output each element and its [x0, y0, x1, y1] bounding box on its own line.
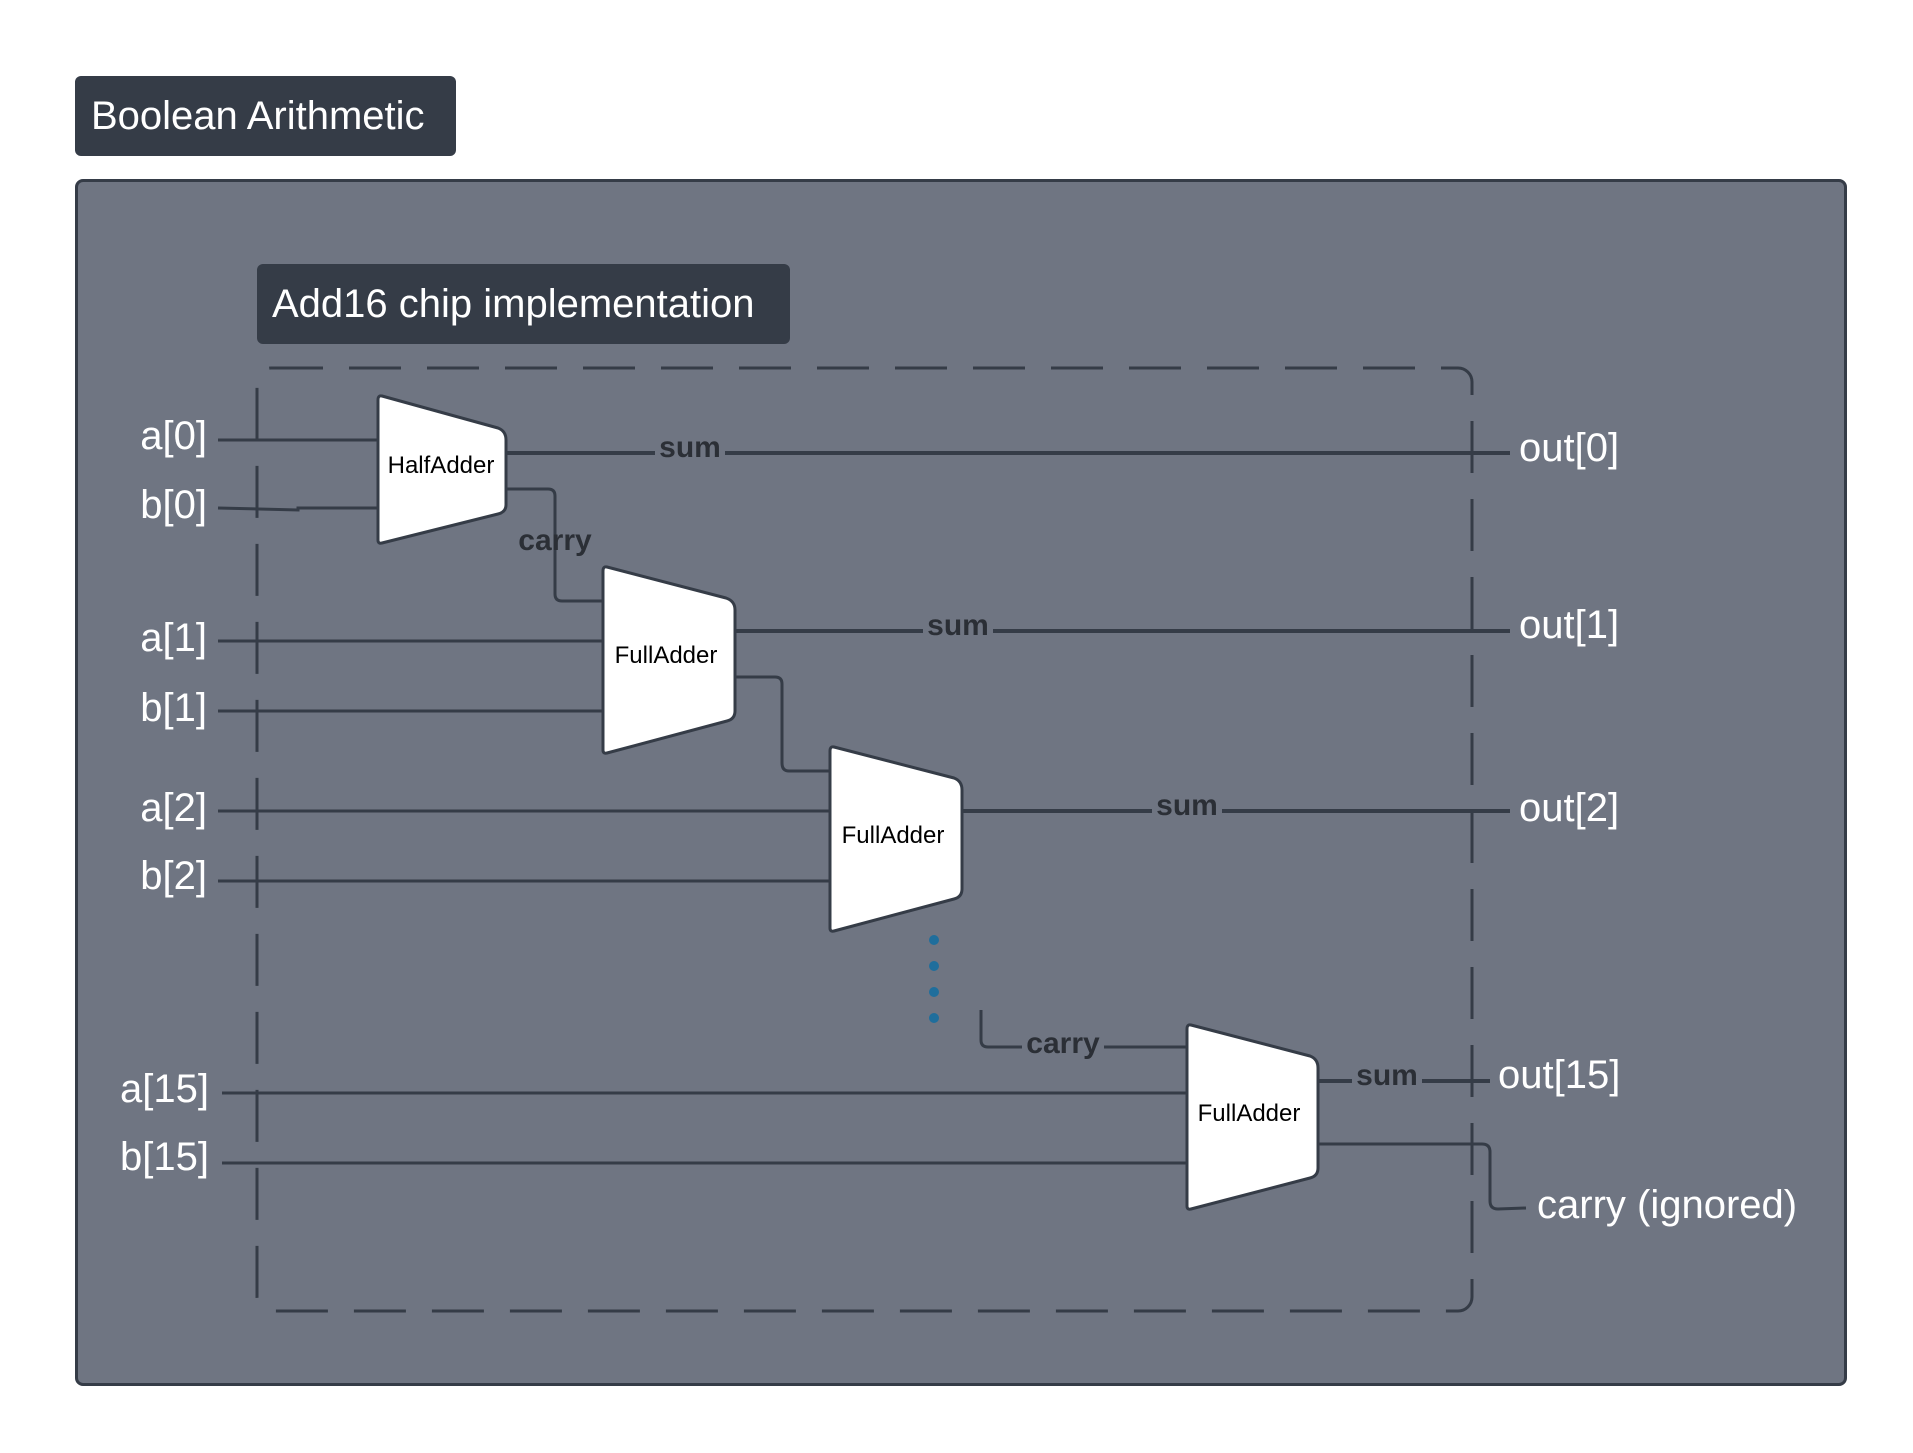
- half-adder-label: HalfAdder: [388, 452, 495, 479]
- output-out2-label: out[2]: [1519, 786, 1619, 830]
- ellipsis-dot: [929, 987, 939, 997]
- chip-implementation-title: Add16 chip implementation: [257, 264, 790, 344]
- wire-carry-out: [1318, 1142, 1527, 1211]
- input-a15-label: a[15]: [120, 1067, 209, 1111]
- output-out0-label: out[0]: [1519, 426, 1619, 470]
- ellipsis-dot: [929, 935, 939, 945]
- diagram-title: Boolean Arithmetic: [75, 76, 456, 156]
- full-adder-2-label: FullAdder: [842, 822, 945, 849]
- wire-b0: [217, 506, 378, 512]
- input-b2-label: b[2]: [140, 854, 207, 898]
- input-b15-label: b[15]: [120, 1135, 209, 1179]
- input-a1-label: a[1]: [140, 616, 207, 660]
- sum-label: sum: [1156, 789, 1218, 822]
- full-adder-1-label: FullAdder: [615, 642, 718, 669]
- sum-label: sum: [659, 431, 721, 464]
- input-a2-label: a[2]: [140, 786, 207, 830]
- sum-label: sum: [927, 609, 989, 642]
- output-out15-label: out[15]: [1498, 1053, 1620, 1097]
- wire-carry1: [735, 675, 830, 773]
- input-b0-label: b[0]: [140, 483, 207, 527]
- input-a0-label: a[0]: [140, 414, 207, 458]
- ellipsis-dot: [929, 1013, 939, 1023]
- sum-label: sum: [1356, 1059, 1418, 1092]
- full-adder-chip-2: [828, 745, 964, 933]
- ellipsis-dot: [929, 961, 939, 971]
- full-adder-chip-15: [1185, 1023, 1320, 1211]
- input-b1-label: b[1]: [140, 686, 207, 730]
- chip-boundary: [255, 366, 1474, 1313]
- full-adder-chip-1: [601, 565, 737, 755]
- carry-label: carry: [1026, 1027, 1100, 1060]
- carry-label: carry: [518, 524, 592, 557]
- output-out1-label: out[1]: [1519, 603, 1619, 647]
- half-adder-chip: [376, 394, 508, 545]
- wire-carry14: [979, 1010, 1187, 1049]
- full-adder-15-label: FullAdder: [1198, 1100, 1301, 1127]
- output-carry-label: carry (ignored): [1537, 1183, 1797, 1227]
- wire-carry0: [506, 487, 603, 603]
